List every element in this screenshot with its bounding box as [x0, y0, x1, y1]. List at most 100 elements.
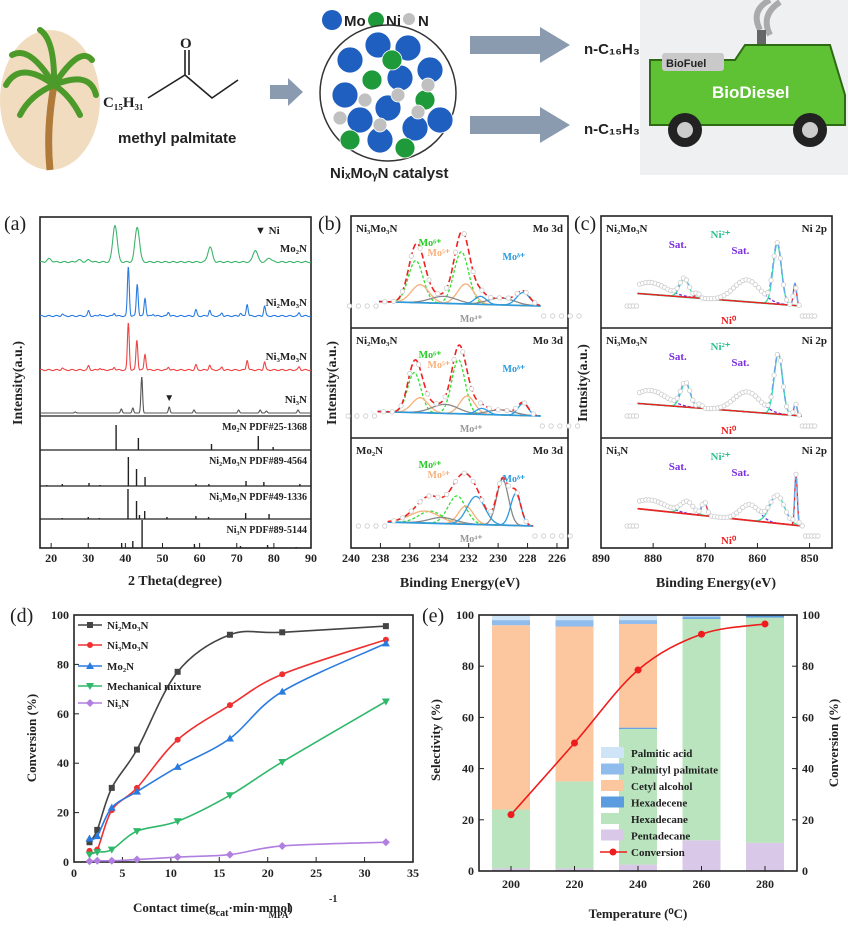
data-point — [381, 639, 390, 647]
data-point — [460, 349, 466, 355]
bar-segment — [746, 617, 784, 843]
xrd-pattern — [40, 377, 311, 414]
x-tick-label: 15 — [213, 866, 225, 880]
data-point — [696, 291, 702, 297]
atom-n — [390, 87, 406, 103]
data-point — [399, 515, 406, 521]
legend-label: Conversion — [631, 847, 685, 859]
data-point — [752, 281, 758, 288]
data-point — [783, 403, 790, 410]
data-point — [793, 285, 799, 291]
x-tick-label: 236 — [401, 551, 419, 565]
data-point — [346, 303, 353, 309]
data-point — [796, 519, 802, 526]
mo4-label: Mo⁴⁺ — [460, 534, 483, 545]
data-point — [793, 471, 799, 477]
x-tick-label: 25 — [310, 866, 322, 880]
data-point — [633, 413, 640, 419]
data-point — [514, 490, 520, 496]
data-point — [477, 400, 484, 406]
data-point — [777, 255, 784, 261]
data-point — [674, 285, 680, 291]
region-label: Mo 3d — [533, 335, 563, 347]
data-point — [373, 303, 379, 309]
data-point — [424, 391, 431, 397]
data-point — [278, 841, 287, 850]
data-point — [496, 295, 503, 301]
mo5-label: Mo⁵⁺ — [428, 470, 451, 481]
sample-label: Ni₂Mo₃N — [356, 335, 397, 347]
data-point — [790, 516, 796, 523]
data-point — [774, 240, 780, 246]
data-point — [686, 284, 693, 290]
data-point — [768, 394, 774, 400]
y-tick-label: 100 — [456, 608, 474, 622]
bar-segment — [555, 781, 594, 869]
data-point — [470, 268, 476, 275]
data-point — [549, 533, 556, 539]
data-point — [696, 508, 702, 514]
x-tick-label: 234 — [430, 551, 448, 565]
reactant-name: methyl palmitate — [118, 130, 236, 147]
arrow-icon — [470, 27, 570, 63]
catalyst-name: NiₓMoᵧN catalyst — [330, 165, 448, 182]
region-label: Mo 3d — [533, 223, 563, 235]
data-point — [505, 295, 511, 301]
y-axis-label: Intnsity(a.u.) — [576, 344, 591, 422]
data-point — [132, 855, 141, 864]
truck-label-small: BioFuel — [666, 58, 706, 70]
mo5-label: Mo⁵⁺ — [428, 360, 451, 371]
data-point — [85, 834, 94, 842]
y-tick-label: 40 — [57, 756, 69, 770]
panel-e-selectivity-chart: (e) Selectivity (%) Conversion (%) Tempe… — [422, 605, 841, 921]
mo5-label: Mo⁵⁺ — [428, 248, 451, 259]
atom-ni — [339, 129, 361, 151]
atom-mo — [331, 81, 359, 109]
data-point — [416, 362, 422, 368]
arrow-icon — [270, 78, 303, 106]
data-point — [225, 792, 234, 800]
data-point — [443, 285, 450, 291]
xrd-pattern — [39, 225, 312, 264]
bar-segment — [682, 616, 721, 618]
data-point — [762, 508, 768, 514]
data-point — [755, 396, 762, 402]
bar-segment — [682, 617, 721, 619]
fit-component — [387, 495, 533, 527]
atom-ni — [394, 137, 416, 159]
data-point — [530, 411, 537, 417]
data-point — [382, 299, 388, 305]
atom-mo — [401, 114, 429, 142]
ni2-label: Ni²⁺ — [711, 451, 731, 463]
legend-label: Hexadecene — [631, 798, 687, 810]
legend-marker — [86, 662, 94, 669]
atom-n — [372, 117, 388, 133]
legend-marker — [86, 683, 94, 690]
data-point — [355, 523, 361, 529]
sample-label: Ni₃N — [606, 445, 628, 457]
panel-label-b: (b) — [318, 213, 341, 235]
data-point — [702, 500, 708, 506]
data-point — [174, 668, 181, 675]
data-point — [451, 356, 457, 363]
data-point — [690, 503, 696, 509]
oxygen-atom: O — [180, 36, 192, 52]
data-point — [799, 523, 805, 529]
x-tick-label: 80 — [268, 551, 280, 565]
data-point — [686, 387, 693, 394]
data-point — [755, 285, 762, 291]
data-point — [790, 409, 796, 415]
data-point — [683, 277, 690, 283]
data-point — [677, 279, 683, 286]
x-tick-label: 10 — [165, 866, 177, 880]
xrd-pattern — [39, 322, 312, 372]
conversion-point — [571, 739, 578, 747]
y2-tick-label: 100 — [802, 608, 820, 622]
data-point — [780, 501, 787, 508]
legend-marker — [609, 848, 617, 856]
atom-mo — [426, 106, 454, 134]
legend-marker — [87, 622, 93, 628]
x-tick-label: 860 — [748, 551, 766, 565]
y-axis-label: Conversion (%) — [24, 694, 39, 782]
x-tick-label: 240 — [342, 551, 360, 565]
